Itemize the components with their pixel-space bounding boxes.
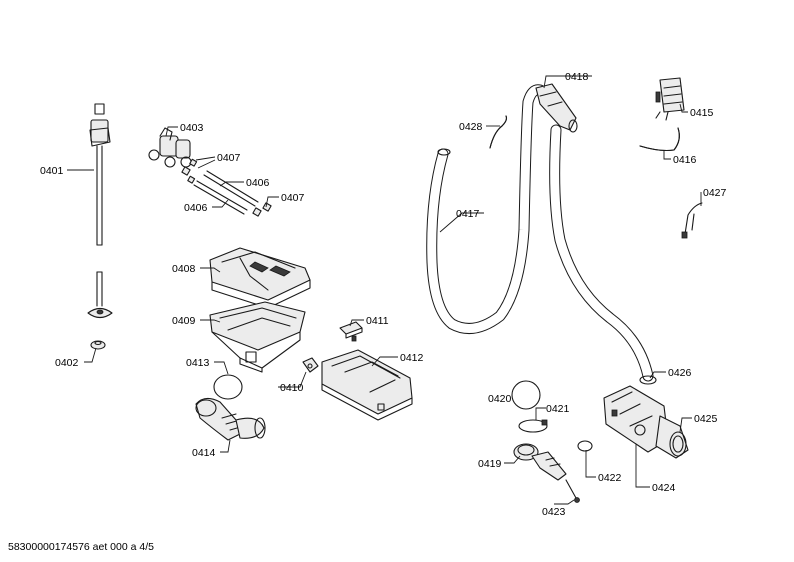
label-0401: 0401: [40, 165, 64, 177]
label-0420: 0420: [488, 393, 512, 405]
part-0411-tab[interactable]: [339, 321, 363, 342]
part-0407-clips-upper[interactable]: [181, 158, 198, 184]
part-0420-disc[interactable]: [511, 380, 541, 410]
part-0418-hose-connector[interactable]: [535, 83, 578, 133]
leader-lines: [67, 75, 702, 505]
label-0403: 0403: [180, 122, 204, 134]
label-0427: 0427: [703, 187, 727, 199]
part-0407-clips-lower[interactable]: [252, 202, 272, 217]
label-0412: 0412: [400, 352, 424, 364]
part-0402-cap[interactable]: [90, 340, 106, 350]
label-0411: 0411: [366, 315, 389, 327]
part-0426-hose-lower[interactable]: [549, 124, 657, 385]
label-0406-upper: 0406: [246, 177, 270, 189]
part-0413-ring[interactable]: [213, 374, 243, 400]
part-0422-ring[interactable]: [577, 440, 593, 452]
part-0412-detergent-drawer[interactable]: [321, 349, 413, 421]
part-0403-water-valve[interactable]: [148, 127, 192, 168]
label-0423: 0423: [542, 506, 566, 518]
part-0423-screw[interactable]: [565, 479, 580, 503]
part-0416-small-hose[interactable]: [639, 127, 680, 152]
part-0406-hoses[interactable]: [193, 170, 259, 215]
label-0406-lower: 0406: [184, 202, 208, 214]
label-0422: 0422: [598, 472, 622, 484]
label-0410: 0410: [280, 382, 304, 394]
part-0415-connector[interactable]: [655, 77, 685, 121]
part-0421-clamp[interactable]: [518, 419, 548, 433]
label-0409: 0409: [172, 315, 196, 327]
label-0424: 0424: [652, 482, 676, 494]
part-0414-bellows-hose[interactable]: [195, 397, 266, 441]
part-0408-dispenser-cover[interactable]: [209, 247, 311, 309]
part-0427-bracket[interactable]: [681, 202, 703, 239]
label-0417: 0417: [456, 208, 480, 220]
label-0415: 0415: [690, 107, 714, 119]
part-0409-dispenser-housing[interactable]: [209, 301, 306, 373]
label-0418: 0418: [565, 71, 589, 83]
part-0425-pump-filter[interactable]: [655, 415, 689, 459]
part-0410-clip[interactable]: [302, 357, 319, 373]
part-0401-pressure-tube[interactable]: [87, 103, 113, 319]
part-0419-outlet[interactable]: [513, 443, 567, 481]
label-0413: 0413: [186, 357, 210, 369]
label-0425: 0425: [694, 413, 718, 425]
label-0428: 0428: [459, 121, 483, 133]
part-0428-small-hose[interactable]: [489, 115, 508, 149]
label-0407-lower: 0407: [281, 192, 305, 204]
part-0417-drain-hose[interactable]: [426, 84, 546, 334]
label-0426: 0426: [668, 367, 692, 379]
document-id-footer: 58300000174576 aet 000 a 4/5: [8, 541, 154, 553]
label-0419: 0419: [478, 458, 502, 470]
label-0408: 0408: [172, 263, 196, 275]
label-0407-upper: 0407: [217, 152, 241, 164]
label-0421: 0421: [546, 403, 570, 415]
label-0414: 0414: [192, 447, 216, 459]
label-0416: 0416: [673, 154, 697, 166]
label-0402: 0402: [55, 357, 79, 369]
